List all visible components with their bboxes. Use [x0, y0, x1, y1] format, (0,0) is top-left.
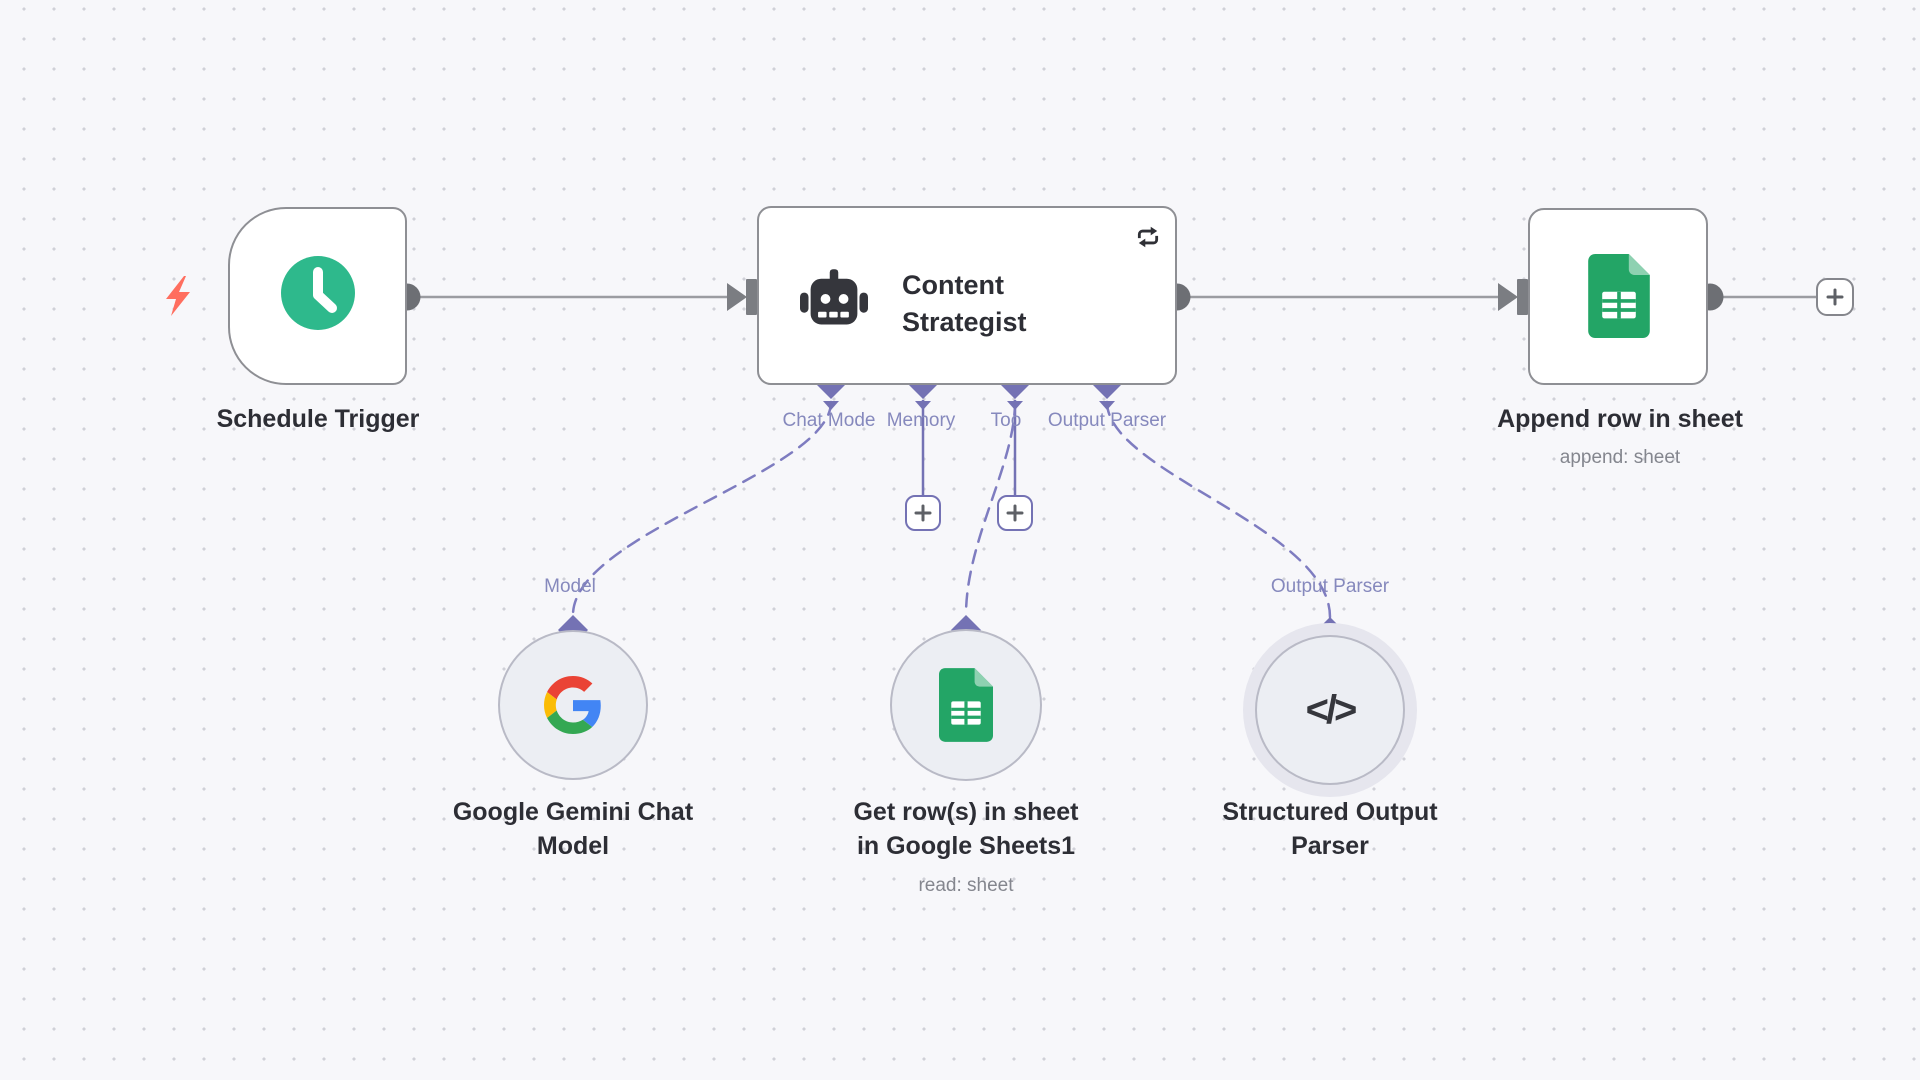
google-sheets-icon — [939, 668, 993, 742]
node-schedule-trigger[interactable] — [228, 207, 407, 385]
parser-label: Structured Output Parser — [1222, 798, 1438, 860]
lightning-bolt-icon — [166, 276, 190, 316]
connection-outputparser-dashed[interactable] — [1105, 400, 1332, 619]
plus-icon — [921, 504, 925, 522]
memory-add-button[interactable] — [905, 495, 941, 531]
input-arrow-icon — [727, 279, 757, 315]
gemini-endpoint-label: Model — [544, 576, 596, 597]
robot-icon — [800, 269, 868, 325]
node-append-row[interactable] — [1528, 208, 1708, 385]
input-arrow-icon — [1498, 279, 1528, 315]
code-icon: </> — [1305, 687, 1358, 732]
append-row-subtitle: append: sheet — [1559, 447, 1681, 468]
clock-icon — [281, 256, 355, 330]
tool-port-label: Too — [990, 410, 1022, 431]
append-row-label: Append row in sheet — [1497, 405, 1743, 433]
chat-model-port-label: Chat Mode — [782, 410, 876, 431]
output-parser-port-label: Output Parser — [1047, 410, 1167, 431]
tool-port-arrow — [1007, 401, 1023, 410]
google-sheets-icon — [1588, 254, 1650, 338]
node-structured-output-parser[interactable]: </> — [1255, 635, 1405, 785]
google-g-icon — [544, 676, 601, 734]
content-strategist-title: Content Strategist — [902, 270, 1027, 337]
parser-endpoint-label: Output Parser — [1270, 576, 1390, 597]
node-gemini-chat-model[interactable] — [498, 630, 648, 780]
memory-port-label: Memory — [886, 410, 956, 431]
plus-icon — [1013, 504, 1017, 522]
connection-chatmodel-dashed[interactable] — [571, 400, 833, 617]
gemini-label: Google Gemini Chat Model — [452, 798, 694, 860]
get-rows-label: Get row(s) in sheet in Google Sheets1 — [853, 798, 1079, 860]
get-rows-subtitle: read: sheet — [918, 875, 1014, 896]
plus-icon — [1833, 288, 1837, 306]
add-next-node-button[interactable] — [1816, 278, 1854, 316]
output-parser-port-arrow — [1099, 401, 1115, 410]
node-get-rows[interactable] — [890, 629, 1042, 781]
connection-tool-dashed[interactable] — [964, 400, 1017, 617]
chat-model-port-arrow — [823, 401, 839, 410]
refresh-loop-icon — [1137, 226, 1159, 248]
tool-add-button[interactable] — [997, 495, 1033, 531]
schedule-trigger-label: Schedule Trigger — [216, 405, 420, 433]
memory-port-arrow — [915, 401, 931, 410]
node-content-strategist[interactable]: Content Strategist — [757, 206, 1177, 385]
